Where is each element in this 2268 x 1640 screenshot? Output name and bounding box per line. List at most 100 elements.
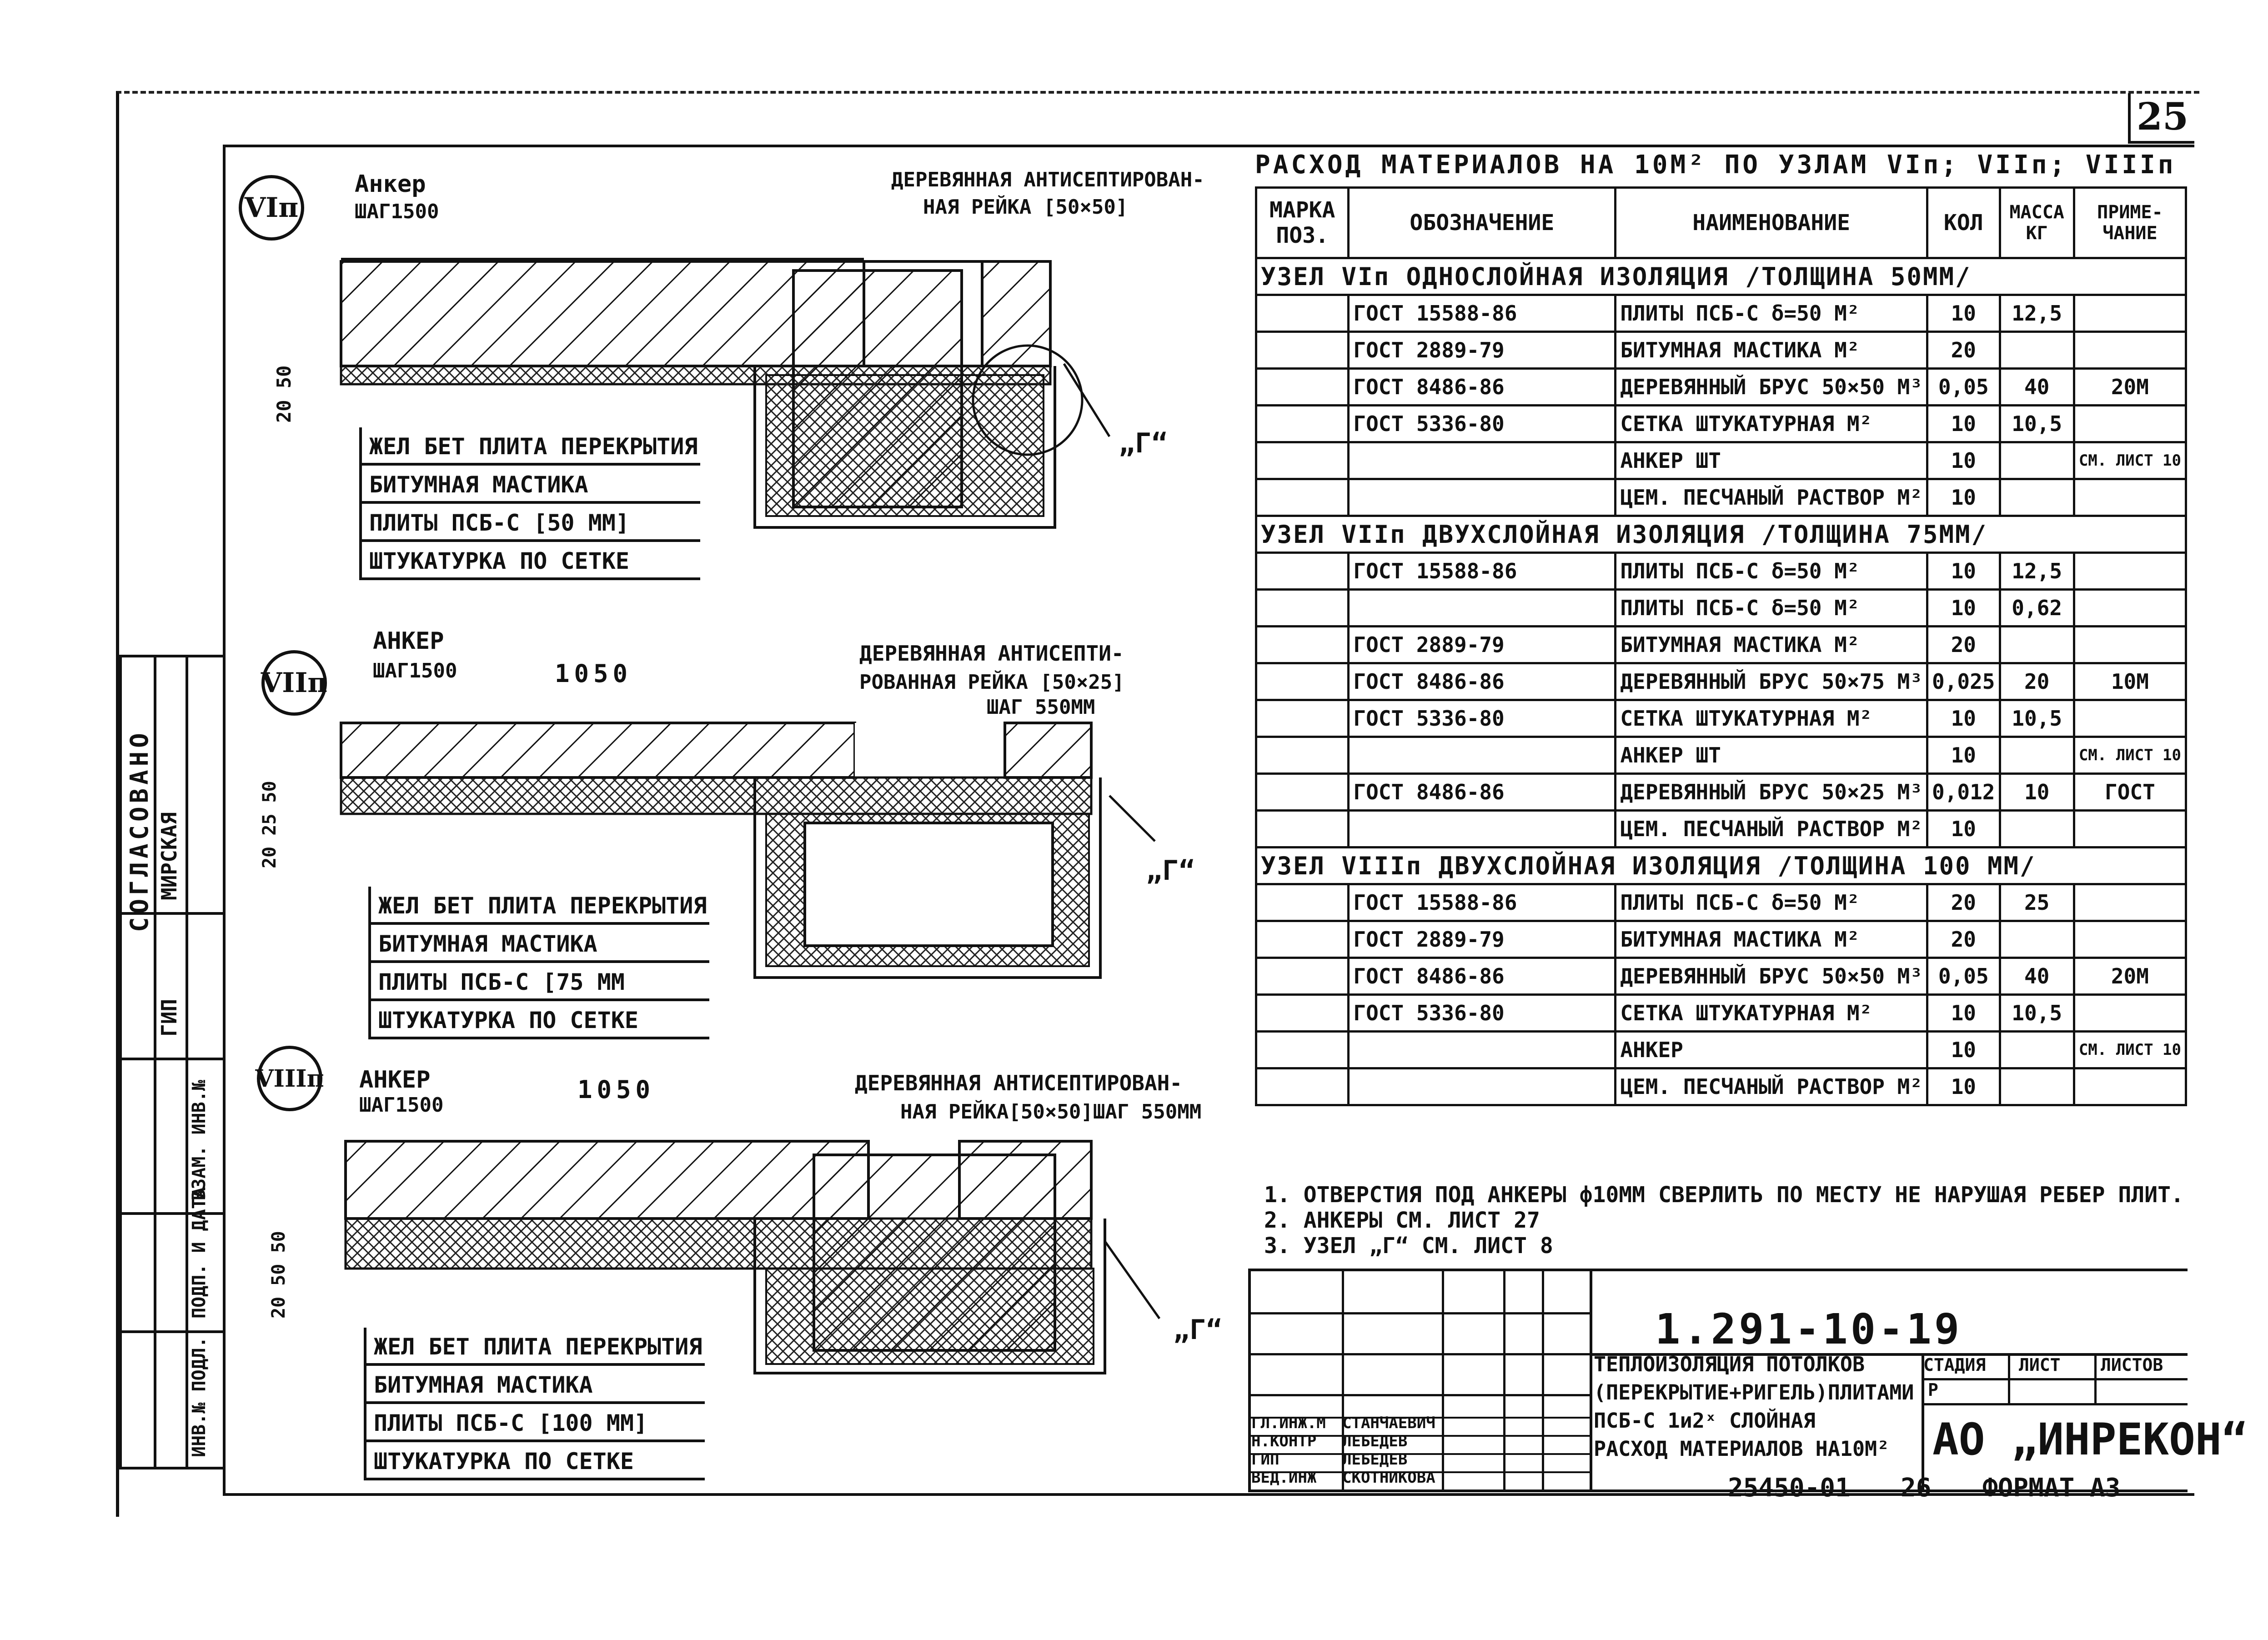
- sheet-number: 25: [2128, 93, 2194, 144]
- cell-designation: ГОСТ 8486-86: [1347, 772, 1617, 812]
- cell-qty: 10: [1926, 736, 2001, 775]
- cell-designation: ГОСТ 15588-86: [1347, 294, 1617, 333]
- node-vii-layer: ЖЕЛ БЕТ ПЛИТА ПЕРЕКРЫТИЯ: [368, 887, 709, 925]
- node-viii-rail-label-2: НАЯ РЕЙКА[50×50]ШАГ 550ММ: [900, 1100, 1202, 1123]
- cell-mass: 25: [1998, 883, 2075, 922]
- company-name: АО „ИНРЕКОН“: [1932, 1414, 2248, 1465]
- cell-qty: 20: [1926, 625, 2001, 664]
- node-vi-anchor-label: Анкер: [355, 171, 426, 198]
- materials-table: МАРКА ПОЗ. ОБОЗНАЧЕНИЕ НАИМЕНОВАНИЕ КОЛ …: [1254, 186, 2188, 1106]
- cell-note: [2072, 331, 2188, 370]
- cell-note: [2072, 883, 2188, 922]
- sidebar-inv-orig: ИНВ.№ ПОДЛ.: [189, 1337, 210, 1457]
- cell-designation: ГОСТ 2889-79: [1347, 331, 1617, 370]
- node-viii-section-drawing: [344, 1140, 1161, 1374]
- node-vi-layer: БИТУМНАЯ МАСТИКА: [359, 466, 700, 504]
- note-line: 2. АНКЕРЫ СМ. ЛИСТ 27: [1264, 1208, 1540, 1233]
- cell-qty: 10: [1926, 699, 2001, 738]
- cell-mass: 10,5: [1998, 404, 2075, 443]
- sidebar-signature-date: ПОДП. И ДАТА: [189, 1187, 210, 1319]
- cell-note: ГОСТ: [2072, 772, 2188, 812]
- sidebar-inv-replace: ВЗАМ. ИНВ.№: [189, 1080, 210, 1200]
- document-description: ТЕПЛОИЗОЛЯЦИЯ ПОТОЛКОВ (ПЕРЕКРЫТИЕ+РИГЕЛ…: [1594, 1350, 1914, 1463]
- node-viii-anchor-label: АНКЕР: [359, 1066, 431, 1093]
- node-vii-anchor-label: АНКЕР: [373, 627, 444, 655]
- cell-designation: ГОСТ 15588-86: [1347, 552, 1617, 591]
- node-vi-mark: VIп: [239, 175, 304, 241]
- cell-note: [2072, 920, 2188, 959]
- cell-mark: [1254, 920, 1350, 959]
- cell-qty: 10: [1926, 441, 2001, 480]
- node-vii-rail-label-2: РОВАННАЯ РЕЙКА [50×25]: [859, 671, 1124, 694]
- cell-name: БИТУМНАЯ МАСТИКА М²: [1614, 920, 1929, 959]
- cell-mass: 20: [1998, 662, 2075, 701]
- node-vii-layer: ПЛИТЫ ПСБ-С [75 ММ: [368, 963, 709, 1001]
- cell-qty: 10: [1926, 588, 2001, 627]
- cell-qty: 10: [1926, 552, 2001, 591]
- node-vii-layer-legend: ЖЕЛ БЕТ ПЛИТА ПЕРЕКРЫТИЯ БИТУМНАЯ МАСТИК…: [368, 887, 709, 1039]
- cell-note: [2072, 588, 2188, 627]
- sheets-header: ЛИСТОВ: [2101, 1355, 2163, 1375]
- table-section-row: УЗЕЛ VIп ОДНОСЛОЙНАЯ ИЗОЛЯЦИЯ /ТОЛЩИНА 5…: [1255, 257, 2187, 296]
- col-header-note: ПРИМЕ-ЧАНИЕ: [2072, 186, 2188, 259]
- node-viii-layer: БИТУМНАЯ МАСТИКА: [364, 1366, 705, 1404]
- cell-name: ЦЕМ. ПЕСЧАНЫЙ РАСТВОР М²: [1614, 1067, 1929, 1106]
- node-vi-layer: ШТУКАТУРКА ПО СЕТКЕ: [359, 542, 700, 580]
- cell-qty: 10: [1926, 1030, 2001, 1069]
- section-title: УЗЕЛ VIп ОДНОСЛОЙНАЯ ИЗОЛЯЦИЯ /ТОЛЩИНА 5…: [1255, 257, 2187, 296]
- cell-mark: [1254, 699, 1350, 738]
- cell-note: [2072, 404, 2188, 443]
- node-viii-layer: ЖЕЛ БЕТ ПЛИТА ПЕРЕКРЫТИЯ: [364, 1328, 705, 1366]
- cell-qty: 10: [1926, 809, 2001, 848]
- cell-note: [2072, 1067, 2188, 1106]
- node-vi-layer-legend: ЖЕЛ БЕТ ПЛИТА ПЕРЕКРЫТИЯ БИТУМНАЯ МАСТИК…: [359, 427, 700, 580]
- node-vii-rail-label-1: ДЕРЕВЯННАЯ АНТИСЕПТИ-: [859, 641, 1124, 666]
- cell-mark: [1254, 441, 1350, 480]
- cell-note: [2072, 699, 2188, 738]
- col-header-mass: МАССА КГ: [1998, 186, 2075, 259]
- cell-mass: 12,5: [1998, 552, 2075, 591]
- cell-designation: [1347, 809, 1617, 848]
- description-line: ПСБ-С 1и2ˣ СЛОЙНАЯ: [1594, 1409, 1816, 1433]
- cell-note: СМ. ЛИСТ 10: [2072, 1030, 2188, 1069]
- cell-designation: ГОСТ 5336-80: [1347, 993, 1617, 1033]
- node-vii-mark: VIIп: [261, 650, 327, 716]
- stage-value: Р: [1928, 1380, 1938, 1400]
- cell-name: БИТУМНАЯ МАСТИКА М²: [1614, 625, 1929, 664]
- drawing-notes: 1. ОТВЕРСТИЯ ПОД АНКЕРЫ ф10ММ СВЕРЛИТЬ П…: [1264, 1182, 2184, 1259]
- cell-name: СЕТКА ШТУКАТУРНАЯ М²: [1614, 404, 1929, 443]
- node-vi-layer: ЖЕЛ БЕТ ПЛИТА ПЕРЕКРЫТИЯ: [359, 427, 700, 466]
- stage-header: СТАДИЯ: [1923, 1355, 1986, 1375]
- cell-note: [2072, 993, 2188, 1033]
- cell-mass: [1998, 625, 2075, 664]
- cell-note: СМ. ЛИСТ 10: [2072, 736, 2188, 775]
- node-vii-span: 1050: [555, 659, 632, 688]
- archive-number: 25450-01: [1728, 1473, 1851, 1503]
- approval-sidebar: [119, 655, 226, 1469]
- cell-mass: [1998, 1030, 2075, 1069]
- node-vii-layer: БИТУМНАЯ МАСТИКА: [368, 925, 709, 963]
- cell-mark: [1254, 957, 1350, 996]
- cell-note: 20М: [2072, 367, 2188, 406]
- cell-designation: ГОСТ 8486-86: [1347, 957, 1617, 996]
- node-vii-section-drawing: [340, 722, 1156, 979]
- node-vi-rail-label-1: ДЕРЕВЯННАЯ АНТИСЕПТИРОВАН-: [891, 168, 1204, 191]
- cell-mass: 40: [1998, 367, 2075, 406]
- col-header-designation: ОБОЗНАЧЕНИЕ: [1347, 186, 1617, 259]
- cell-note: 10М: [2072, 662, 2188, 701]
- cell-qty: 20: [1926, 920, 2001, 959]
- cell-name: АНКЕР ШТ: [1614, 441, 1929, 480]
- cell-mark: [1254, 1067, 1350, 1106]
- cell-name: ДЕРЕВЯННЫЙ БРУС 50×75 М³: [1614, 662, 1929, 701]
- cell-mark: [1254, 588, 1350, 627]
- cell-mass: [1998, 331, 2075, 370]
